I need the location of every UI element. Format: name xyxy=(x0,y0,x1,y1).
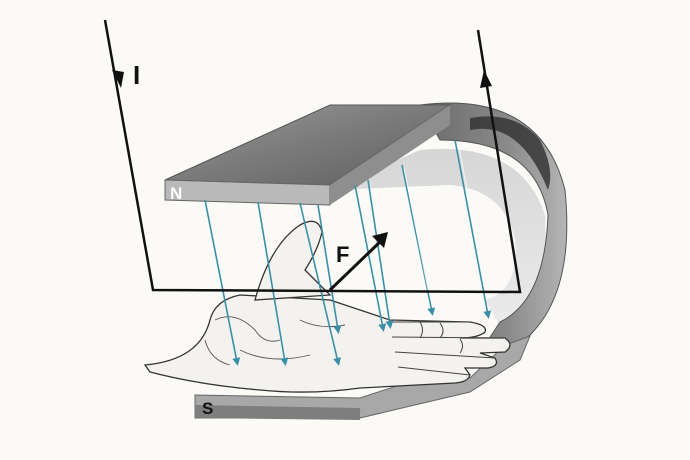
right-hand xyxy=(143,220,511,393)
field-line xyxy=(354,184,387,332)
magnet-curve-shadow xyxy=(470,116,551,190)
wire xyxy=(103,19,522,294)
field-line-highlight xyxy=(403,167,429,291)
field-line-highlight xyxy=(457,141,487,291)
current-label: I xyxy=(133,60,140,90)
wire-path xyxy=(103,19,522,294)
field-line xyxy=(204,199,241,366)
hand-palm xyxy=(143,294,511,393)
field-line xyxy=(367,179,394,329)
magnet-south-front xyxy=(195,405,360,420)
field-line xyxy=(454,139,492,319)
force-label: F xyxy=(336,242,349,267)
arrow-up-icon xyxy=(480,70,492,88)
magnet xyxy=(164,102,568,420)
hand-thumb xyxy=(254,220,332,301)
field-line xyxy=(257,201,289,366)
hand-creases xyxy=(204,316,346,366)
south-pole-label: S xyxy=(202,399,213,418)
magnet-inner-face xyxy=(330,148,548,335)
magnet-north-front xyxy=(164,179,331,206)
north-pole-label: N xyxy=(170,184,182,203)
arrow-right-icon xyxy=(372,232,388,248)
field-line xyxy=(299,202,341,366)
arrow-down-icon xyxy=(112,70,124,88)
hand-finger-lines xyxy=(390,321,506,376)
field-line xyxy=(317,204,342,334)
force-vector xyxy=(328,232,388,292)
force-arrow-shaft xyxy=(328,238,384,292)
field-lines xyxy=(204,139,492,366)
magnet-north-side xyxy=(330,105,450,205)
